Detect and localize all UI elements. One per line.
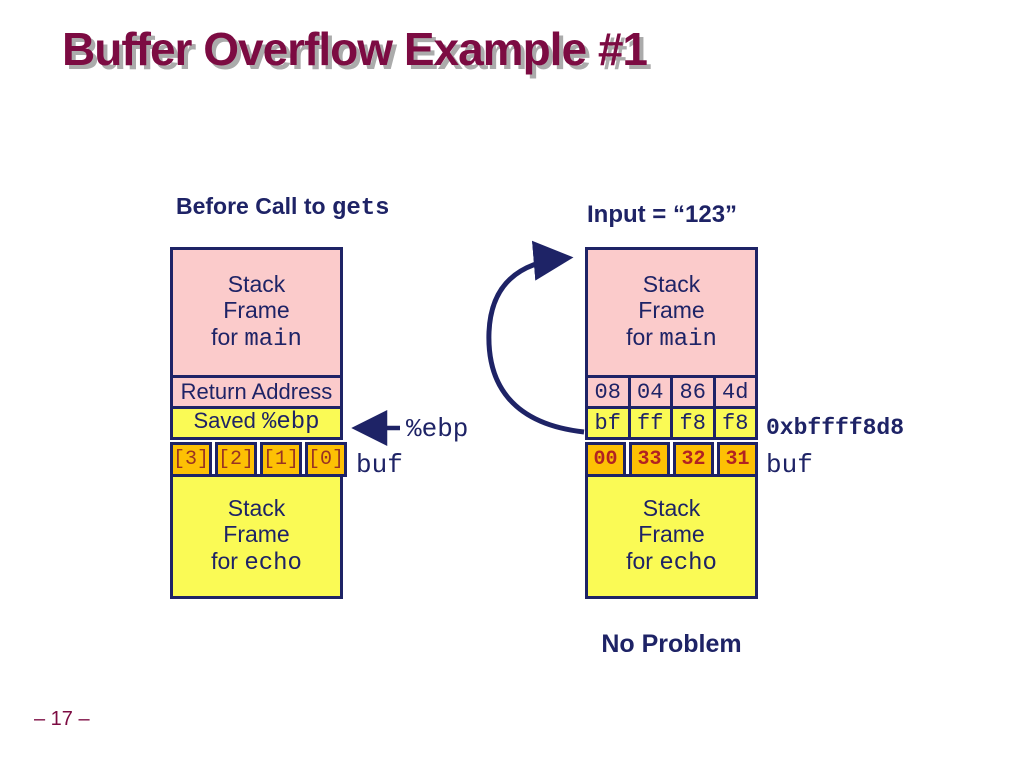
frame-line-code: echo [244, 550, 302, 578]
no-problem-caption: No Problem [601, 630, 742, 658]
buf-byte: 33 [629, 442, 670, 477]
left-stack-frame-main: Stack Frame for main [170, 247, 343, 378]
frame-line: Frame [223, 297, 290, 324]
page-number: – 17 – [34, 708, 90, 730]
frame-line: Frame [638, 521, 705, 548]
saved-ebp-label: Saved %ebp [193, 408, 319, 437]
right-stack-frame-main: Stack Frame for main [585, 247, 758, 378]
frame-line: for main [626, 324, 717, 354]
right-stack-frame-echo: Stack Frame for echo [585, 474, 758, 599]
slide-title: Buffer Overflow Example #1 [62, 23, 648, 75]
left-return-address-row: Return Address [170, 375, 343, 409]
frame-line-code: echo [659, 550, 717, 578]
right-saved-ebp-bytes: bf ff f8 f8 [585, 406, 758, 440]
left-buf-row: [3] [2] [1] [0] [170, 442, 348, 477]
right-buf-label: buf [766, 450, 813, 480]
frame-line: for main [211, 324, 302, 354]
frame-line: Stack [227, 270, 286, 297]
frame-line-code: main [659, 326, 717, 354]
frame-line-plain: for [626, 324, 660, 351]
buf-byte: 32 [673, 442, 714, 477]
buf-byte: 31 [717, 442, 758, 477]
left-heading-code: gets [331, 195, 390, 222]
ebp-byte: ff [627, 406, 673, 440]
left-heading-plain: Before Call to [176, 193, 332, 219]
right-buf-row: 00 33 32 31 [585, 442, 758, 477]
ebp-byte: bf [585, 406, 631, 440]
saved-code: %ebp [261, 409, 320, 437]
left-buf-label: buf [356, 450, 403, 480]
ret-byte: 4d [712, 375, 758, 409]
stack-after-input: Stack Frame for main 08 04 86 4d bf ff f… [585, 247, 758, 599]
ebp-byte: f8 [712, 406, 758, 440]
ret-byte: 04 [627, 375, 673, 409]
saved-plain: Saved [193, 408, 262, 434]
frame-line-plain: for [211, 548, 245, 575]
left-saved-ebp-row: Saved %ebp [170, 406, 343, 440]
right-return-address-bytes: 08 04 86 4d [585, 375, 758, 409]
frame-line-plain: for [211, 324, 245, 351]
frame-line-plain: for [626, 548, 660, 575]
frame-line: Frame [638, 297, 705, 324]
stack-before-gets: Stack Frame for main Return Address Save… [170, 247, 348, 599]
frame-line: Stack [227, 494, 286, 521]
saved-ebp-address-label: 0xbffff8d8 [766, 415, 905, 441]
buf-cell-3: [3] [170, 442, 213, 477]
saved-ebp-to-main-arrow [486, 240, 585, 435]
frame-line: Frame [223, 521, 290, 548]
frame-line: Stack [642, 270, 701, 297]
ebp-byte: f8 [670, 406, 716, 440]
frame-line: for echo [211, 548, 302, 578]
frame-line: for echo [626, 548, 717, 578]
ret-byte: 86 [670, 375, 716, 409]
ebp-register-label: %ebp [406, 414, 469, 444]
right-heading: Input = “123” [587, 201, 738, 228]
buf-cell-0: [0] [305, 442, 348, 477]
buf-cell-2: [2] [215, 442, 258, 477]
left-stack-frame-echo: Stack Frame for echo [170, 474, 343, 599]
left-heading: Before Call to gets [176, 193, 390, 222]
ret-byte: 08 [585, 375, 631, 409]
buf-cell-1: [1] [260, 442, 303, 477]
return-address-label: Return Address [180, 379, 333, 405]
frame-line-code: main [244, 326, 302, 354]
frame-line: Stack [642, 494, 701, 521]
buf-byte: 00 [585, 442, 626, 477]
